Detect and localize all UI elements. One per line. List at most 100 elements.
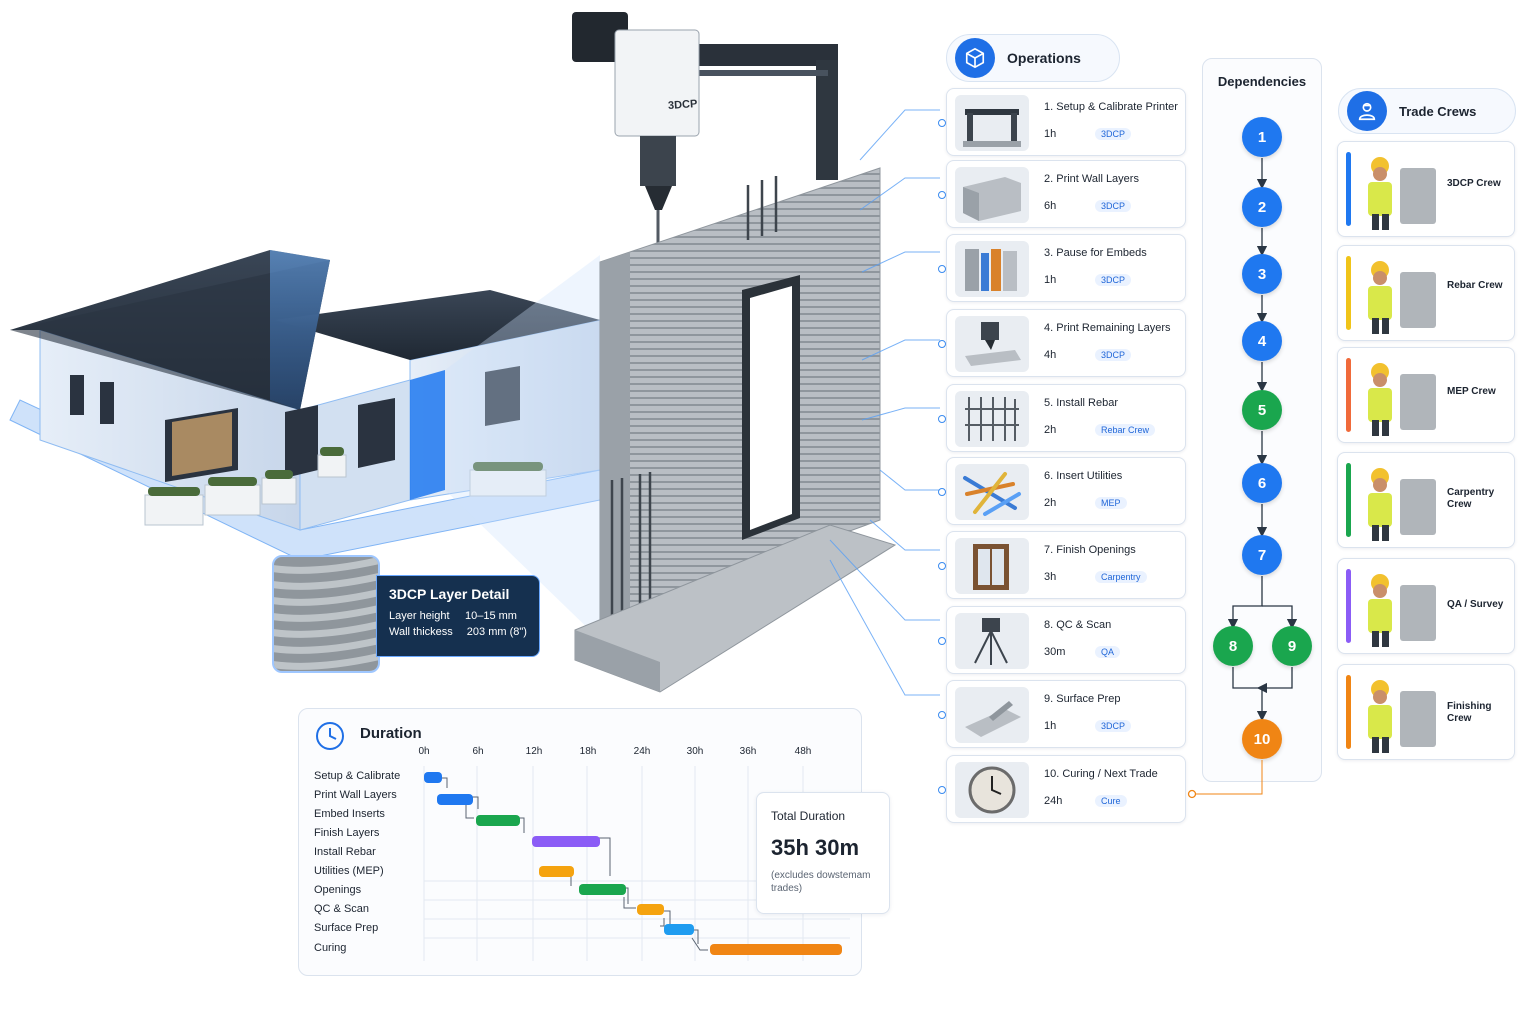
gantt-bar-6[interactable] — [579, 884, 626, 895]
crew-card-3[interactable]: MEP Crew — [1337, 347, 1515, 443]
dependency-node-8[interactable]: 8 — [1213, 626, 1253, 666]
dependency-node-10[interactable]: 10 — [1242, 719, 1282, 759]
connector-dot — [938, 415, 946, 423]
layer-texture-image — [272, 555, 380, 673]
crew-label: MEP Crew — [1447, 386, 1496, 397]
scanner-tripod-icon — [955, 613, 1029, 669]
gantt-bar-1[interactable] — [424, 772, 442, 783]
operation-duration: 3h — [1044, 571, 1057, 583]
operation-duration: 4h — [1044, 349, 1057, 361]
gantt-row-label: Surface Prep — [314, 922, 379, 934]
gantt-bar-9[interactable] — [710, 944, 842, 955]
crew-color-bar — [1346, 675, 1351, 749]
connector-dot — [938, 637, 946, 645]
construction-illustration — [0, 0, 940, 700]
cube-icon — [955, 38, 995, 78]
trade-crews-title: Trade Crews — [1399, 103, 1477, 119]
printer-worker-icon — [1354, 148, 1442, 232]
crew-card-4[interactable]: Carpentry Crew — [1337, 452, 1515, 548]
rebar-cage-icon — [955, 391, 1029, 447]
layer-height-row: Layer height 10–15 mm — [389, 610, 527, 622]
duration-title: Duration — [360, 725, 422, 742]
total-duration-card: Total Duration 35h 30m (excludes dowstem… — [756, 792, 890, 914]
dependency-node-3[interactable]: 3 — [1242, 254, 1282, 294]
operation-duration: 1h — [1044, 128, 1057, 140]
crew-color-bar — [1346, 358, 1351, 432]
gantt-grid — [423, 766, 850, 961]
crew-label: QA / Survey — [1447, 599, 1504, 610]
dependency-node-1[interactable]: 1 — [1242, 117, 1282, 157]
operation-title: 9. Surface Prep — [1044, 693, 1121, 705]
operation-duration: 2h — [1044, 497, 1057, 509]
dependency-node-7[interactable]: 7 — [1242, 535, 1282, 575]
operation-duration: 24h — [1044, 795, 1063, 807]
crew-color-bar — [1346, 569, 1351, 643]
clock-icon — [955, 762, 1029, 818]
crew-color-bar — [1346, 463, 1351, 537]
layer-height-label: Layer height — [389, 610, 450, 622]
curing-connector — [1187, 760, 1263, 799]
layer-height-value: 10–15 mm — [465, 610, 517, 622]
operation-tag: 3DCP — [1095, 349, 1132, 361]
gantt-row-label: Setup & Calibrate — [314, 770, 401, 782]
operation-tag: QA — [1095, 646, 1121, 658]
wall-thickness-row: Wall thickess 203 mm (8") — [389, 626, 527, 638]
connector-dot — [938, 562, 946, 570]
gantt-bar-3[interactable] — [476, 815, 520, 826]
gantt-bar-7[interactable] — [637, 904, 664, 915]
gantt-bar-5[interactable] — [539, 866, 574, 877]
gantt-row-label: Install Rebar — [314, 846, 376, 858]
operation-duration: 1h — [1044, 720, 1057, 732]
dependency-node-6[interactable]: 6 — [1242, 463, 1282, 503]
layer-detail-title: 3DCP Layer Detail — [389, 586, 510, 602]
gantt-row-label: Curing — [314, 942, 347, 954]
layer-detail-card: 3DCP Layer Detail Layer height 10–15 mm … — [272, 555, 540, 673]
connector-dot — [938, 119, 946, 127]
crew-card-2[interactable]: Rebar Crew — [1337, 245, 1515, 341]
operation-title: 4. Print Remaining Layers — [1044, 322, 1171, 334]
mep-worker-icon — [1354, 354, 1442, 438]
connector-dot — [938, 711, 946, 719]
operation-tag: Carpentry — [1095, 571, 1147, 583]
operation-duration: 6h — [1044, 200, 1057, 212]
gantt-row-label: Utilities (MEP) — [314, 865, 384, 877]
operation-tag: 3DCP — [1095, 274, 1132, 286]
dependencies-title: Dependencies — [1217, 74, 1307, 89]
time-tick: 48h — [794, 746, 812, 757]
gantt-bar-2[interactable] — [437, 794, 473, 805]
dependency-node-4[interactable]: 4 — [1242, 321, 1282, 361]
time-tick: 12h — [525, 746, 543, 757]
gantt-bar-4[interactable] — [532, 836, 600, 847]
operations-title: Operations — [1007, 50, 1081, 66]
crew-card-6[interactable]: Finishing Crew — [1337, 664, 1515, 760]
time-tick: 30h — [686, 746, 704, 757]
crew-label: Carpentry Crew — [1447, 487, 1495, 510]
crew-icon — [1347, 91, 1387, 131]
connector-dot — [938, 786, 946, 794]
gantt-row-label: Print Wall Layers — [314, 789, 397, 801]
dependency-arrows — [1227, 158, 1298, 722]
clock-icon — [314, 720, 346, 757]
crew-card-5[interactable]: QA / Survey — [1337, 558, 1515, 654]
crew-card-1[interactable]: 3DCP Crew — [1337, 141, 1515, 237]
operation-card-4[interactable]: 4. Print Remaining Layers 4h 3DCP — [938, 309, 1186, 377]
gantt-row-label: Finish Layers — [314, 827, 380, 839]
total-duration-value: 35h 30m — [771, 835, 860, 860]
dependency-node-9[interactable]: 9 — [1272, 626, 1312, 666]
gantt-row-label: Embed Inserts — [314, 808, 385, 820]
dependency-node-5[interactable]: 5 — [1242, 390, 1282, 430]
dependency-node-2[interactable]: 2 — [1242, 187, 1282, 227]
time-tick: 24h — [633, 746, 651, 757]
gantt-bar-8[interactable] — [664, 924, 694, 935]
time-tick: 18h — [579, 746, 597, 757]
gantt-row-label: Openings — [314, 884, 362, 896]
